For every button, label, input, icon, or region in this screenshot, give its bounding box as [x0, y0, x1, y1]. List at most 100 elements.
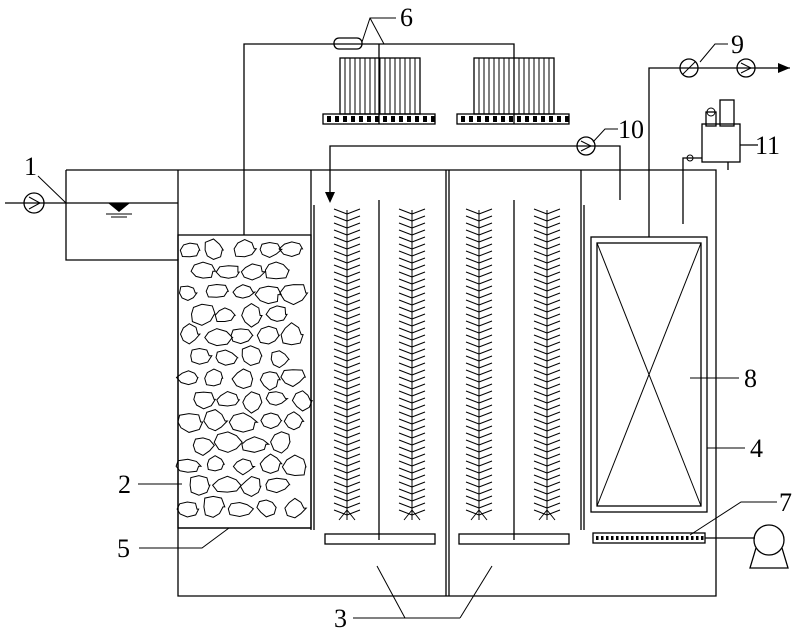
fiber [398, 285, 413, 292]
blower-icon [749, 524, 789, 569]
label-9: 9 [731, 30, 744, 59]
diffuser-hole [626, 536, 629, 540]
fiber [346, 306, 361, 313]
tooth [383, 116, 387, 122]
fiber [398, 355, 413, 362]
fiber [346, 502, 361, 509]
fiber [346, 278, 361, 285]
fiber [546, 369, 561, 376]
fiber [333, 285, 348, 292]
fiber-tip [403, 509, 413, 521]
fiber [411, 467, 426, 474]
drive-unit-left [322, 57, 436, 125]
media-stone [175, 458, 203, 473]
fiber [465, 502, 480, 509]
media-stone [206, 455, 226, 472]
fiber [546, 348, 561, 355]
fiber [333, 495, 348, 502]
fiber [478, 439, 493, 446]
fiber [465, 271, 480, 278]
fiber [478, 208, 493, 215]
fiber [411, 250, 426, 257]
fiber [333, 453, 348, 460]
fiber [333, 425, 348, 432]
fiber [478, 355, 493, 362]
diffuser-hole [701, 536, 704, 540]
diffuser-hole [676, 536, 679, 540]
fiber [465, 411, 480, 418]
fiber [465, 481, 480, 488]
diffuser-hole [696, 536, 699, 540]
fiber [465, 292, 480, 299]
fiber [333, 278, 348, 285]
fiber [333, 355, 348, 362]
fiber [546, 306, 561, 313]
fiber [465, 418, 480, 425]
fiber [333, 208, 348, 215]
fiber [411, 432, 426, 439]
fiber [346, 355, 361, 362]
fiber [398, 481, 413, 488]
label-8: 8 [744, 364, 757, 393]
fiber [465, 495, 480, 502]
media-stone [279, 284, 309, 306]
fiber [478, 376, 493, 383]
fiber [478, 495, 493, 502]
fiber [333, 299, 348, 306]
diffuser-hole [636, 536, 639, 540]
fiber [546, 481, 561, 488]
diffuser-hole [651, 536, 654, 540]
fiber [478, 215, 493, 222]
fiber [478, 264, 493, 271]
fiber [533, 264, 548, 271]
fiber [398, 418, 413, 425]
fiber [465, 341, 480, 348]
effluent-pump-icon [736, 58, 756, 78]
fiber [346, 313, 361, 320]
fiber [398, 292, 413, 299]
diffuser-hole [631, 536, 634, 540]
fiber [333, 229, 348, 236]
fiber [411, 229, 426, 236]
fiber [333, 215, 348, 222]
fiber [478, 383, 493, 390]
fiber [398, 362, 413, 369]
label-1: 1 [24, 152, 37, 181]
fiber [411, 418, 426, 425]
fiber [465, 334, 480, 341]
fiber [398, 215, 413, 222]
diffuser-hole [661, 536, 664, 540]
media-stone [176, 501, 200, 518]
media-stone [241, 303, 263, 328]
fiber [411, 222, 426, 229]
tooth [423, 116, 427, 122]
fiber [533, 453, 548, 460]
fiber [411, 425, 426, 432]
fiber [333, 327, 348, 334]
fiber [478, 369, 493, 376]
aerator-plates [324, 533, 570, 545]
fiber [533, 432, 548, 439]
fiber [546, 271, 561, 278]
fiber [411, 411, 426, 418]
packed-media [175, 234, 313, 529]
fiber [533, 369, 548, 376]
dosing-tank-icon [682, 99, 758, 224]
label-10: 10 [618, 115, 644, 144]
fiber [546, 404, 561, 411]
media-stone [193, 391, 217, 410]
tooth [517, 116, 521, 122]
fiber [478, 250, 493, 257]
media-stone [179, 323, 202, 345]
fiber [465, 313, 480, 320]
fiber [465, 446, 480, 453]
fiber [533, 376, 548, 383]
fiber [465, 376, 480, 383]
fiber [546, 376, 561, 383]
tooth [533, 116, 537, 122]
media-stone [259, 241, 284, 259]
label-7: 7 [779, 488, 792, 517]
fiber [546, 460, 561, 467]
media-stone [204, 238, 225, 260]
fiber [546, 397, 561, 404]
